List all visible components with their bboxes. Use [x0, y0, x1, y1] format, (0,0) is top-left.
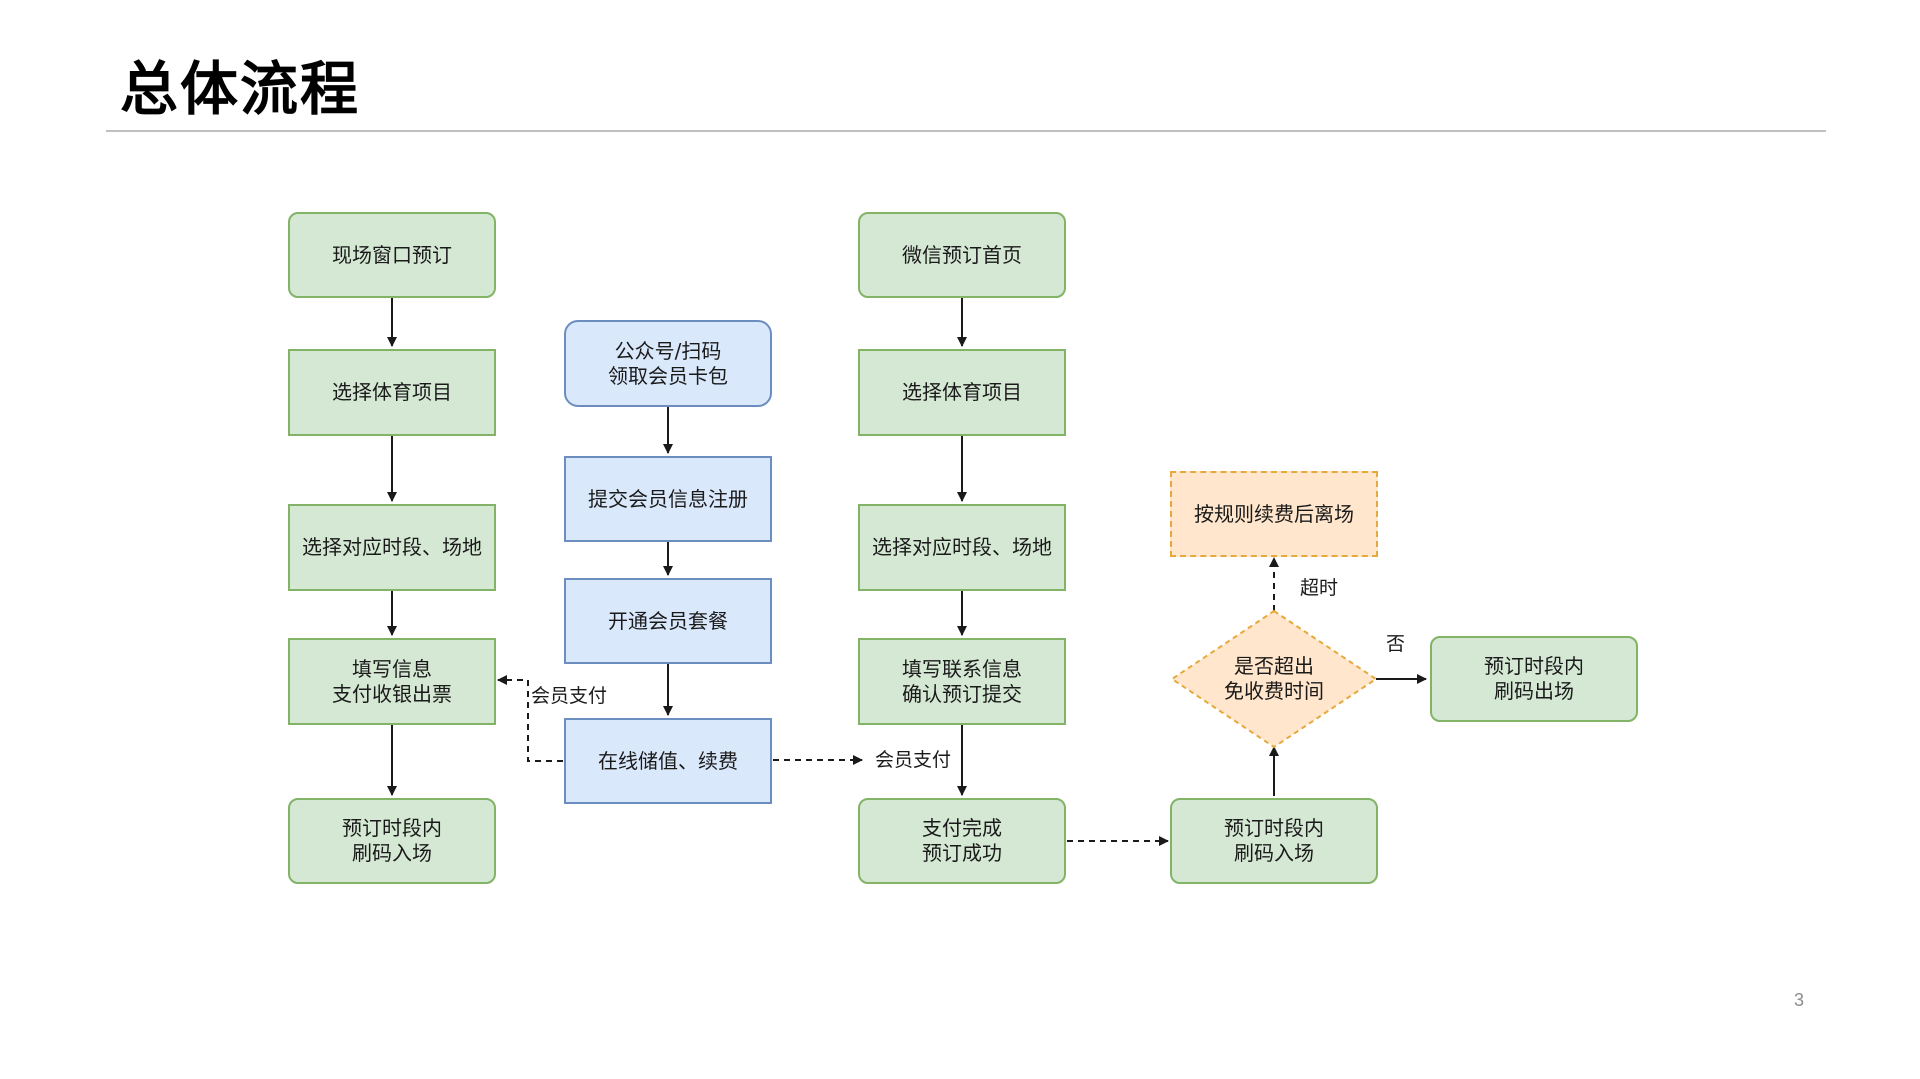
- edge-label-overtime: 超时: [1299, 577, 1340, 599]
- page-title: 总体流程: [120, 55, 361, 123]
- edge-label-no: 否: [1385, 633, 1407, 655]
- node-onsite-select-sport: 选择体育项目: [288, 349, 496, 436]
- node-wechat-select-sport: 选择体育项目: [858, 349, 1066, 436]
- node-member-topup: 在线储值、续费: [564, 718, 772, 804]
- node-member-register: 提交会员信息注册: [564, 456, 772, 542]
- node-wechat-home: 微信预订首页: [858, 212, 1066, 298]
- node-scan-exit: 预订时段内 刷码出场: [1430, 636, 1638, 722]
- page-number: 3: [1794, 990, 1805, 1010]
- edge-label-member-pay-left: 会员支付: [530, 685, 609, 707]
- node-onsite-booking: 现场窗口预订: [288, 212, 496, 298]
- node-scan-enter: 预订时段内 刷码入场: [1170, 798, 1378, 884]
- edge-label-member-pay-right: 会员支付: [874, 749, 953, 771]
- node-onsite-fill-pay: 填写信息 支付收银出票: [288, 638, 496, 725]
- node-wechat-pay-done: 支付完成 预订成功: [858, 798, 1066, 884]
- node-onsite-select-slot: 选择对应时段、场地: [288, 504, 496, 591]
- decision-overtime-check: 是否超出 免收费时间: [1224, 654, 1324, 703]
- node-member-card: 公众号/扫码 领取会员卡包: [564, 320, 772, 407]
- node-member-package: 开通会员套餐: [564, 578, 772, 664]
- node-wechat-fill-confirm: 填写联系信息 确认预订提交: [858, 638, 1066, 725]
- node-wechat-select-slot: 选择对应时段、场地: [858, 504, 1066, 591]
- node-onsite-enter: 预订时段内 刷码入场: [288, 798, 496, 884]
- title-divider: [106, 130, 1826, 132]
- node-renew-leave: 按规则续费后离场: [1170, 471, 1378, 557]
- decision-diamond-shape: [1170, 609, 1378, 749]
